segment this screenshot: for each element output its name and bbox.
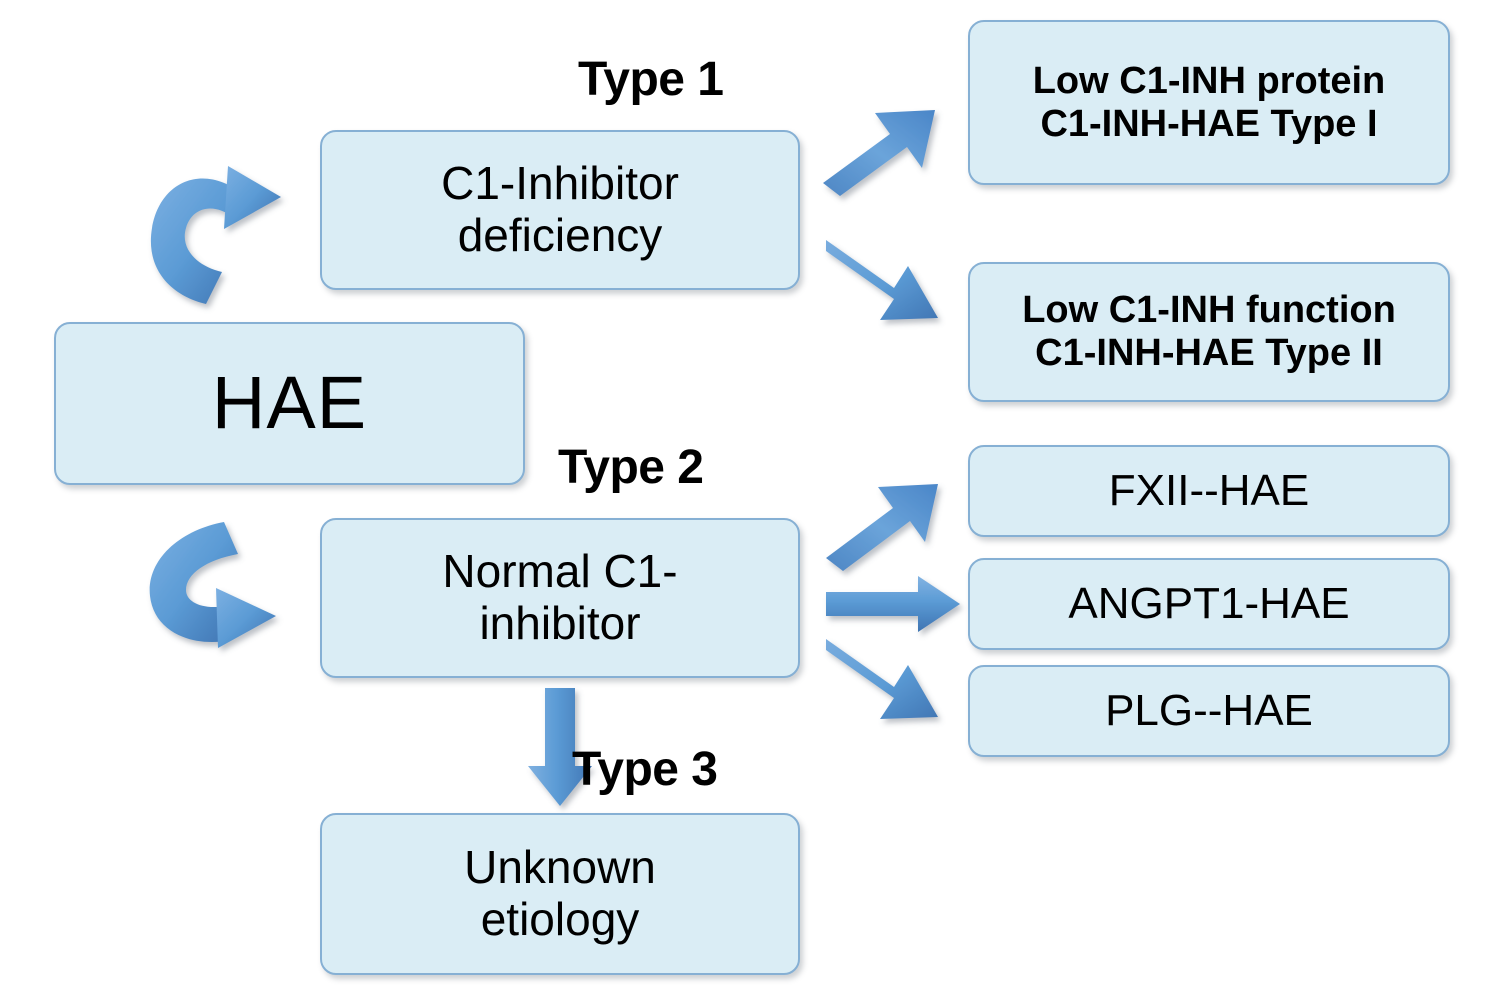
node-plg-hae-label: PLG--HAE — [1105, 686, 1313, 736]
node-fxii-hae[interactable]: FXII--HAE — [968, 445, 1450, 537]
node-plg-hae[interactable]: PLG--HAE — [968, 665, 1450, 757]
node-hae-label: HAE — [211, 361, 368, 445]
node-low-c1inh-function-type-2[interactable]: Low C1-INH function C1-INH-HAE Type II — [968, 262, 1450, 402]
node-c1-inhibitor-deficiency[interactable]: C1-Inhibitor deficiency — [320, 130, 800, 290]
curved-arrow-to-c1inh-deficiency — [150, 166, 281, 304]
node-normal-c1-inhibitor-label: Normal C1- inhibitor — [442, 545, 678, 649]
node-angpt1-hae[interactable]: ANGPT1-HAE — [968, 558, 1450, 650]
label-type-2: Type 2 — [558, 441, 704, 494]
curved-arrow-to-normal-c1inh — [149, 522, 276, 648]
arrow-normal-to-plg — [826, 639, 938, 719]
node-c1-inhibitor-deficiency-label: C1-Inhibitor deficiency — [441, 157, 679, 261]
arrow-deficiency-to-type1 — [823, 110, 935, 196]
arrow-normal-to-angpt1 — [826, 576, 960, 632]
node-low-c1inh-protein-type-1[interactable]: Low C1-INH protein C1-INH-HAE Type I — [968, 20, 1450, 185]
node-normal-c1-inhibitor[interactable]: Normal C1- inhibitor — [320, 518, 800, 678]
arrow-normal-to-fxii — [826, 484, 938, 571]
label-type-1: Type 1 — [578, 53, 724, 106]
label-type-3: Type 3 — [572, 743, 718, 796]
node-angpt1-hae-label: ANGPT1-HAE — [1068, 579, 1350, 629]
node-low-c1inh-function-type-2-label: Low C1-INH function C1-INH-HAE Type II — [1022, 289, 1396, 374]
node-fxii-hae-label: FXII--HAE — [1108, 466, 1310, 516]
node-unknown-etiology[interactable]: Unknown etiology — [320, 813, 800, 975]
node-hae[interactable]: HAE — [54, 322, 525, 485]
arrow-deficiency-to-type2 — [826, 240, 938, 320]
node-low-c1inh-protein-type-1-label: Low C1-INH protein C1-INH-HAE Type I — [1032, 59, 1386, 145]
node-unknown-etiology-label: Unknown etiology — [464, 841, 656, 945]
